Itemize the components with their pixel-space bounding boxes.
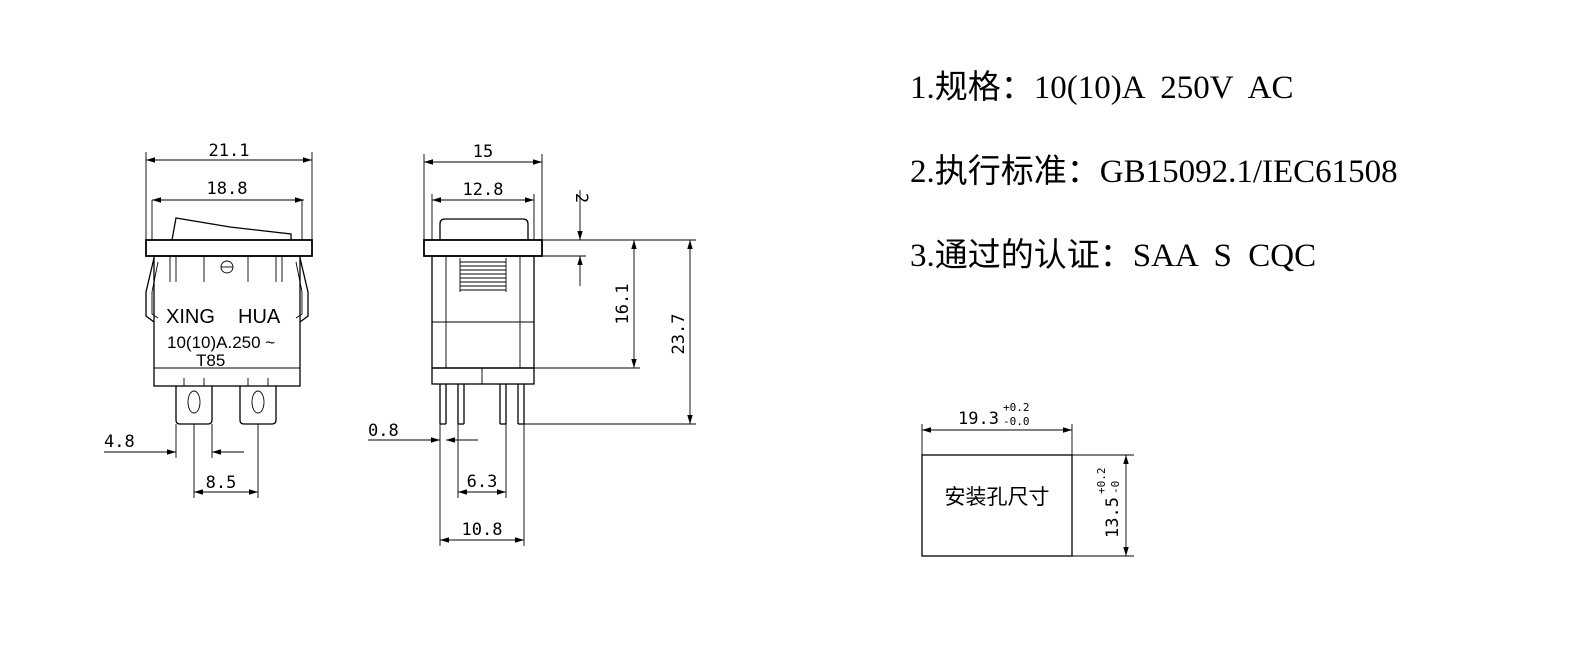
side-body-outline — [423, 218, 543, 385]
marking-rating: 10(10)A.250 ~ — [167, 333, 275, 352]
hole-height-tol-lower: -0 — [1109, 481, 1122, 494]
dimension-actuator-width: 18.8 — [152, 179, 304, 203]
dim-overall-width: 21.1 — [209, 141, 250, 161]
spec-3-value: SAA S CQC — [1133, 238, 1316, 274]
dimension-flange-width: 15 — [423, 142, 543, 240]
mounting-hole: 19.3 +0.2 -0.0 13.5 +0.2 -0 安装孔尺寸 — [921, 401, 1134, 557]
spec-2-label: 2.执行标准： — [910, 153, 1100, 190]
dim-flange-thickness: 2 — [571, 193, 591, 203]
specifications: 1.规格：10(10)A 250V AC 2.执行标准：GB15092.1/IE… — [910, 69, 1398, 274]
front-body-outline — [145, 200, 313, 387]
dim-terminal-pitch: 8.5 — [206, 473, 237, 493]
dimension-body-height: 16.1 — [534, 239, 640, 369]
spec-2: 2.执行标准：GB15092.1/IEC61508 — [910, 153, 1398, 190]
hole-height-tol-upper: +0.2 — [1095, 468, 1108, 495]
spec-1: 1.规格：10(10)A 250V AC — [910, 69, 1294, 106]
dim-total-height: 23.7 — [669, 314, 689, 355]
dimension-terminal-thickness: 0.8 — [368, 421, 478, 443]
spec-1-label: 1.规格： — [910, 69, 1034, 106]
mounting-hole-outline — [921, 454, 1073, 557]
marking-temp: T85 — [196, 351, 225, 370]
spec-2-value: GB15092.1/IEC61508 — [1100, 154, 1398, 190]
dimension-terminal-gap: 6.3 — [457, 424, 507, 498]
front-terminals — [175, 378, 277, 425]
spec-1-value: 10(10)A 250V AC — [1034, 70, 1294, 106]
dimension-flange-thickness: 2 — [542, 190, 591, 286]
dim-body-height: 16.1 — [613, 284, 633, 325]
dimension-terminal-width: 4.8 — [104, 424, 244, 458]
side-ribs — [459, 258, 507, 292]
front-view: XING HUA 10(10)A.250 ~ T85 21.1 18.8 4.8 — [104, 141, 313, 498]
side-view: 15 12.8 2 16.1 23.7 — [368, 142, 696, 546]
hole-width: 19.3 — [958, 409, 999, 429]
marking-brand-left: XING — [166, 306, 215, 328]
dimension-terminal-span: 10.8 — [439, 424, 525, 546]
hole-height: 13.5 — [1103, 497, 1123, 538]
spec-3-label: 3.通过的认证： — [910, 237, 1133, 274]
dim-terminal-width: 4.8 — [104, 432, 135, 452]
hole-width-tol-lower: -0.0 — [1003, 415, 1030, 428]
dim-actuator-width: 18.8 — [207, 179, 248, 199]
dim-terminal-span: 10.8 — [462, 520, 503, 540]
dim-terminal-gap: 6.3 — [467, 472, 498, 492]
mounting-hole-label: 安装孔尺寸 — [945, 485, 1050, 509]
dimension-overall-width: 21.1 — [145, 141, 313, 240]
dim-terminal-thickness: 0.8 — [368, 421, 399, 441]
side-terminals — [439, 384, 525, 425]
dim-body-width: 12.8 — [463, 180, 504, 200]
marking-brand-right: HUA — [238, 306, 281, 328]
spec-3: 3.通过的认证：SAA S CQC — [910, 237, 1316, 274]
dimension-body-width: 12.8 — [431, 180, 535, 240]
dim-flange-width: 15 — [473, 142, 493, 162]
hole-width-tol-upper: +0.2 — [1003, 401, 1030, 414]
dimension-total-height: 23.7 — [524, 239, 696, 425]
dimension-terminal-pitch: 8.5 — [193, 424, 259, 498]
